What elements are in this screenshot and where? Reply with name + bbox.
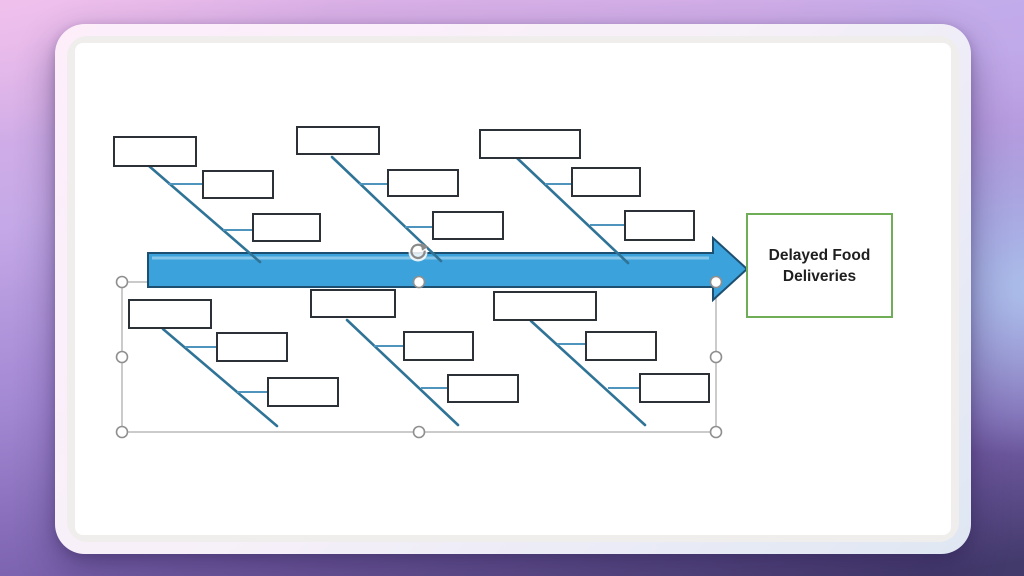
effect-box[interactable]: Delayed Food Deliveries <box>746 213 893 318</box>
effect-label: Delayed Food Deliveries <box>768 246 871 285</box>
